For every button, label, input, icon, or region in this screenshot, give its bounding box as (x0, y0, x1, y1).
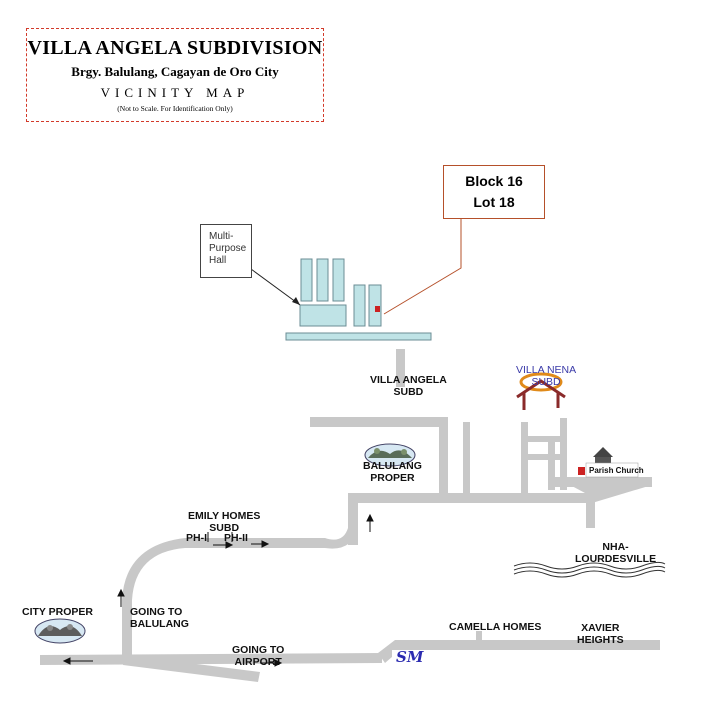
road-church-spur (554, 477, 652, 487)
direction-arrow-icon (62, 513, 374, 667)
road-nena-a (463, 422, 470, 498)
church-marker (578, 467, 585, 475)
label-emily-homes: EMILY HOMES SUBD (188, 510, 260, 534)
hall-callout: Multi- Purpose Hall (200, 224, 252, 278)
road-airport-diagonal (123, 655, 260, 682)
block-wide (299, 304, 347, 327)
road-balulang-connector (348, 497, 358, 545)
river-icon (513, 561, 666, 578)
road-nha-drop (586, 497, 595, 528)
block-lot-block (368, 284, 382, 327)
block-mid (353, 284, 366, 327)
label-going-balulang: GOING TO BALULANG (130, 606, 189, 630)
label-ph2: PH-II (224, 532, 248, 544)
label-nha-line1: NHA- (602, 541, 629, 553)
label-nha-lourdesville: NHA- LOURDESVILLE (575, 541, 656, 565)
label-balulang-line2: PROPER (370, 472, 415, 484)
subdivision-blocks (285, 258, 432, 341)
map-location: Brgy. Balulang, Cagayan de Oro City (71, 64, 279, 79)
road-bottom-highway (40, 653, 382, 665)
lot-callout-lot: Lot 18 (473, 194, 515, 210)
village-photo-icon (364, 443, 416, 467)
road-villa-angela-access (396, 349, 405, 387)
road-emily-homes (270, 528, 358, 549)
road-upper-right-drop (439, 417, 448, 497)
hall-callout-line2: Purpose (209, 243, 247, 254)
label-villa-angela-line2: SUBD (393, 386, 424, 398)
lot-callout: Block 16 Lot 18 (443, 165, 545, 219)
road-balulang-curve (122, 538, 185, 658)
title-box: VILLA ANGELA SUBDIVISION Brgy. Balulang,… (26, 28, 324, 122)
sm-logo-icon (392, 650, 426, 671)
label-going-airport: GOING TO AIRPORT (232, 644, 284, 668)
label-going-airport-line2: AIRPORT (234, 656, 282, 668)
label-villa-nena: VILLA NENA SUBD (516, 364, 576, 388)
map-scale-note: (Not to Scale. For Identification Only) (117, 104, 233, 113)
label-going-balulang-line1: GOING TO (130, 606, 183, 618)
hall-callout-line (250, 268, 301, 306)
church-icon (593, 447, 613, 466)
label-balulang-line1: BALULANG (363, 460, 422, 472)
label-city-proper: CITY PROPER (22, 606, 93, 618)
church-label-frame (585, 462, 639, 478)
road-nena-c (548, 440, 555, 490)
label-emily-line2: SUBD (209, 522, 240, 534)
label-going-balulang-line2: BALULANG (130, 618, 189, 630)
map-title: VILLA ANGELA SUBDIVISION (27, 37, 323, 59)
label-villa-angela: VILLA ANGELA SUBD (370, 374, 447, 398)
label-camella-homes: CAMELLA HOMES (449, 621, 542, 633)
hall-callout-line3: Hall (209, 255, 227, 266)
label-villa-nena-line2: SUBD (531, 376, 561, 388)
road-network (40, 349, 660, 682)
label-balulang-proper: BALULANG PROPER (363, 460, 422, 484)
label-xavier-heights: XAVIER HEIGHTS (577, 622, 624, 646)
road-nena-e (521, 436, 567, 442)
block-tall-1 (300, 258, 313, 302)
sm-logo-text: SM (396, 648, 424, 666)
lot-callout-block: Block 16 (465, 173, 523, 189)
villa-nena-logo-icon (516, 372, 566, 410)
label-parish-church: Parish Church (589, 466, 644, 475)
lot-callout-line (383, 219, 462, 315)
road-nena-d (560, 418, 567, 490)
label-xavier-line1: XAVIER (581, 622, 620, 634)
label-ph1: PH-I (186, 532, 207, 544)
block-base-strip (285, 332, 432, 341)
label-going-airport-line1: GOING TO (232, 644, 285, 656)
hall-callout-line1: Multi- (209, 231, 234, 242)
road-nena-b (521, 422, 528, 498)
road-emily-main (185, 538, 280, 548)
label-xavier-line2: HEIGHTS (577, 634, 624, 646)
label-villa-angela-line1: VILLA ANGELA (370, 374, 447, 386)
road-sm-segment (378, 640, 660, 663)
lot-18-marker (375, 306, 380, 312)
label-villa-nena-line1: VILLA NENA (516, 364, 577, 376)
road-upper-east-west (310, 417, 448, 427)
map-subtitle: VICINITY MAP (100, 85, 250, 100)
block-tall-2 (316, 258, 329, 302)
city-photo-icon (34, 618, 86, 644)
road-camella-spur (476, 631, 482, 642)
road-nena-f (527, 454, 563, 460)
label-emily-line1: EMILY HOMES (188, 510, 261, 522)
block-tall-3 (332, 258, 345, 302)
label-nha-line2: LOURDESVILLE (575, 553, 657, 565)
